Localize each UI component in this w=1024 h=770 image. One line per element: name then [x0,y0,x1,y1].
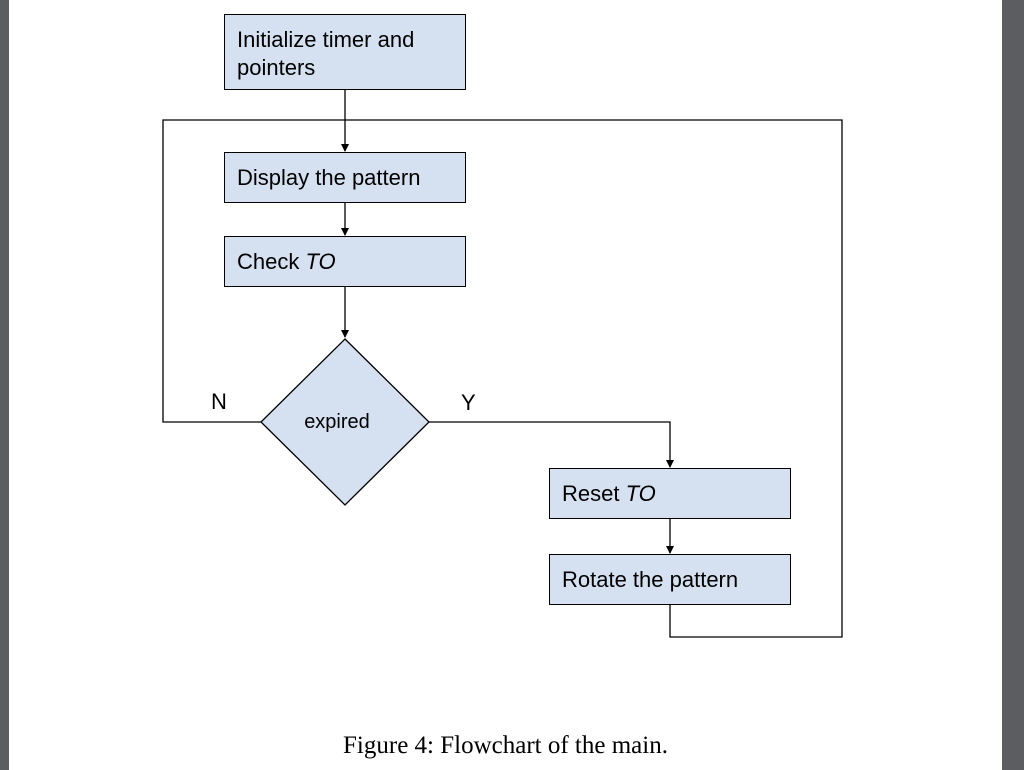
figure-caption: Figure 4: Flowchart of the main. [343,732,668,759]
loop-no-branch [162,119,345,423]
arrow-yes-to-reset [429,421,674,468]
decision-diamond-shape [260,338,430,506]
loop-rotate-back [345,119,843,638]
node-check-to-prefix: Check [237,248,306,274]
node-reset-to: Reset TO [549,468,791,519]
node-check-to-var: TO [305,248,336,274]
decision-label: expired [304,411,370,433]
edge-label-no: N [211,389,227,414]
node-reset-to-prefix: Reset [562,480,626,506]
node-check-to: Check TO [224,236,466,287]
edge-label-yes: Y [461,390,476,415]
flowchart-connectors [162,90,843,638]
node-display-pattern-label: Display the pattern [237,164,421,190]
node-initialize-label: Initialize timer and pointers [237,27,415,80]
node-rotate-pattern-label: Rotate the pattern [562,566,739,592]
node-display-pattern: Display the pattern [224,152,466,203]
document-page: Initialize timer and pointers Display th… [9,0,1002,770]
node-reset-to-var: TO [625,480,656,506]
node-initialize: Initialize timer and pointers [224,14,466,90]
node-rotate-pattern: Rotate the pattern [549,554,791,605]
